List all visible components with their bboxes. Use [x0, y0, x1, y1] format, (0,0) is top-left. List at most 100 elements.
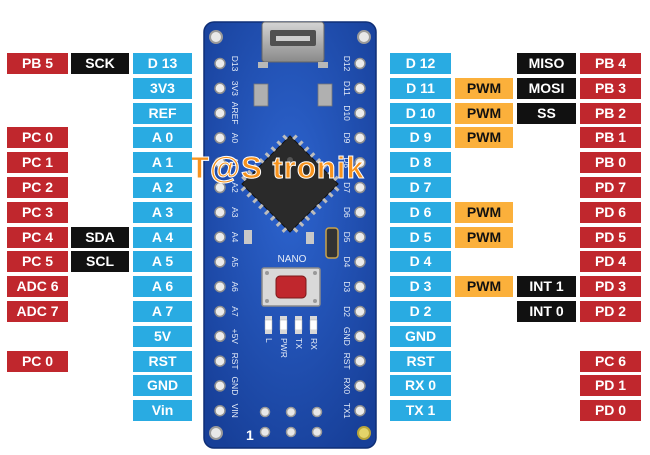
chip-leg — [282, 134, 288, 141]
chip-leg — [247, 169, 253, 176]
port-label: PB 4 — [580, 53, 641, 74]
silkscreen-label: A0 — [230, 133, 240, 144]
chip-leg — [264, 152, 271, 158]
port-label: PB 3 — [580, 77, 641, 99]
header-pin-pad — [214, 107, 226, 119]
led-cap — [265, 316, 272, 320]
silkscreen-label: A6 — [230, 281, 240, 292]
chip-leg — [303, 146, 310, 152]
function-label: SDA — [71, 226, 129, 248]
pin-label: D 8 — [390, 152, 451, 174]
chip-leg — [258, 157, 265, 164]
led-label: L — [264, 338, 274, 343]
chip-leg — [275, 221, 282, 227]
chip-leg — [327, 191, 334, 198]
silkscreen-label: +5V — [230, 329, 240, 345]
header-pin-pad — [214, 330, 226, 343]
port-label: PC 3 — [7, 201, 68, 223]
chip-leg — [270, 146, 277, 152]
silkscreen-label: D8 — [342, 157, 352, 168]
silkscreen-label: VIN — [230, 404, 240, 418]
function-label: SCL — [71, 251, 129, 273]
silkscreen-label: D7 — [342, 182, 352, 193]
function-label: MISO — [517, 53, 576, 74]
crystal — [325, 227, 339, 259]
pin-label: RX 0 — [390, 375, 451, 397]
header-pin-pad — [354, 404, 366, 417]
pin-label: D 4 — [390, 251, 451, 273]
header-pin-pad — [214, 380, 226, 392]
chip-leg — [276, 140, 283, 147]
silkscreen-label: GND — [342, 327, 352, 346]
silkscreen-label: D11 — [342, 81, 352, 96]
pin-label: Vin — [133, 400, 192, 422]
header-pin-pad — [214, 82, 226, 95]
silkscreen-label: RX0 — [342, 378, 352, 395]
port-label: PC 5 — [7, 251, 68, 273]
chip-leg — [309, 152, 316, 158]
pwm-label: PWM — [455, 102, 513, 124]
chip-leg — [252, 163, 259, 170]
pwm-label: PWM — [455, 276, 513, 298]
header-pin-pad — [214, 156, 226, 169]
pin-label: A 6 — [133, 276, 192, 298]
silkscreen-label: RST — [342, 353, 352, 370]
port-label: PD 5 — [580, 226, 641, 248]
pin-label: 5V — [133, 325, 192, 347]
watermark-text: T@S tronik — [190, 150, 365, 185]
chip-leg — [298, 221, 305, 227]
port-label: PC 2 — [7, 177, 68, 198]
chip-leg — [310, 209, 317, 216]
silkscreen-label: A5 — [230, 257, 240, 268]
pin-label: D 13 — [133, 53, 192, 74]
pin-label: A 5 — [133, 251, 192, 273]
chip-leg — [258, 203, 264, 210]
led-cap — [310, 316, 317, 320]
header-pin-pad — [214, 355, 226, 367]
silkscreen-label: D12 — [342, 56, 352, 72]
pin-label: TX 1 — [390, 400, 451, 422]
pin-label: A 3 — [133, 201, 192, 223]
silkscreen-label: RST — [230, 353, 240, 370]
header-pin-pad — [354, 231, 366, 243]
port-label: PD 7 — [580, 177, 641, 198]
mounting-holes — [209, 30, 371, 440]
port-label: PD 2 — [580, 301, 641, 322]
silkscreen-label: A2 — [230, 182, 240, 193]
chip-leg — [321, 163, 328, 170]
function-label: INT 1 — [517, 276, 576, 298]
silkscreen-label: A3 — [230, 207, 240, 218]
smd-part — [306, 232, 314, 244]
port-label: PC 4 — [7, 226, 68, 248]
led-body — [309, 319, 318, 331]
header-pin-pad — [354, 380, 366, 392]
led-label: PWR — [279, 338, 289, 358]
function-label: SS — [517, 102, 576, 124]
pin-label: A 0 — [133, 127, 192, 149]
header-pin-pad — [354, 305, 366, 318]
chip-leg — [316, 203, 322, 210]
reset-button[interactable] — [261, 267, 321, 307]
header-pin-pad — [354, 57, 366, 70]
port-label: PD 1 — [580, 375, 641, 397]
header-pins — [214, 57, 366, 417]
pwm-label: PWM — [455, 201, 513, 223]
pin-label: RST — [390, 350, 451, 372]
pin-label: 3V3 — [133, 77, 192, 99]
bottom-pads — [259, 406, 323, 438]
pin-label: A 1 — [133, 152, 192, 174]
port-label: PD 3 — [580, 276, 641, 298]
silkscreen-label: D6 — [342, 207, 352, 218]
function-label: SCK — [71, 53, 129, 74]
usb-connector — [253, 21, 333, 107]
led-body — [294, 319, 303, 331]
pin-label: D 2 — [390, 301, 451, 322]
silkscreen-label: D9 — [342, 132, 352, 143]
silkscreen-label: D13 — [230, 56, 240, 72]
pin-label: D 10 — [390, 102, 451, 124]
silkscreen-label: D4 — [342, 256, 352, 267]
silkscreen-label: D5 — [342, 232, 352, 243]
chip-leg — [246, 191, 253, 198]
